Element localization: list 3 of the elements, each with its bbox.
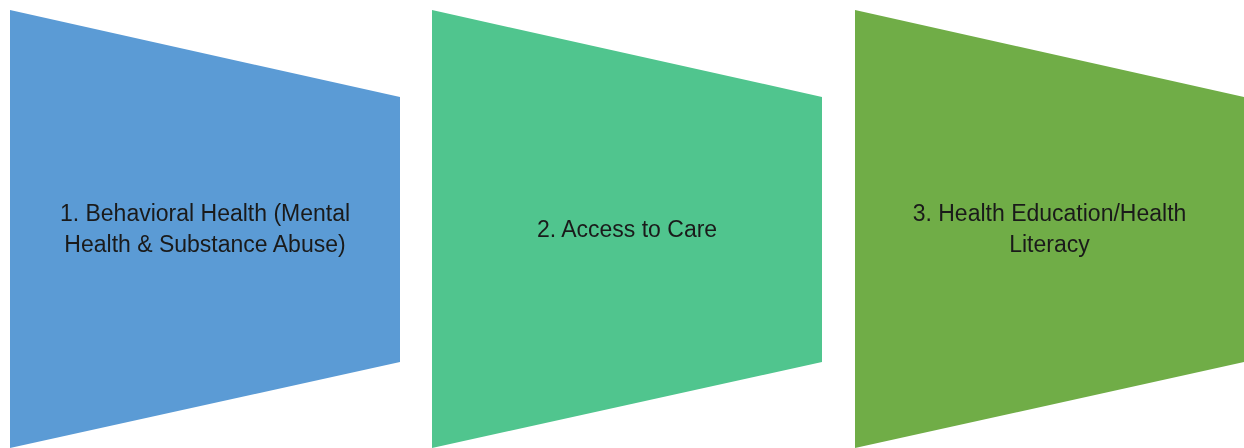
node-text: 3. Health Education/Health Literacy <box>911 199 1188 259</box>
node-text: 1. Behavioral Health (Mental Health & Substance Abuse) <box>58 199 352 259</box>
node-text: 2. Access to Care <box>535 214 719 244</box>
